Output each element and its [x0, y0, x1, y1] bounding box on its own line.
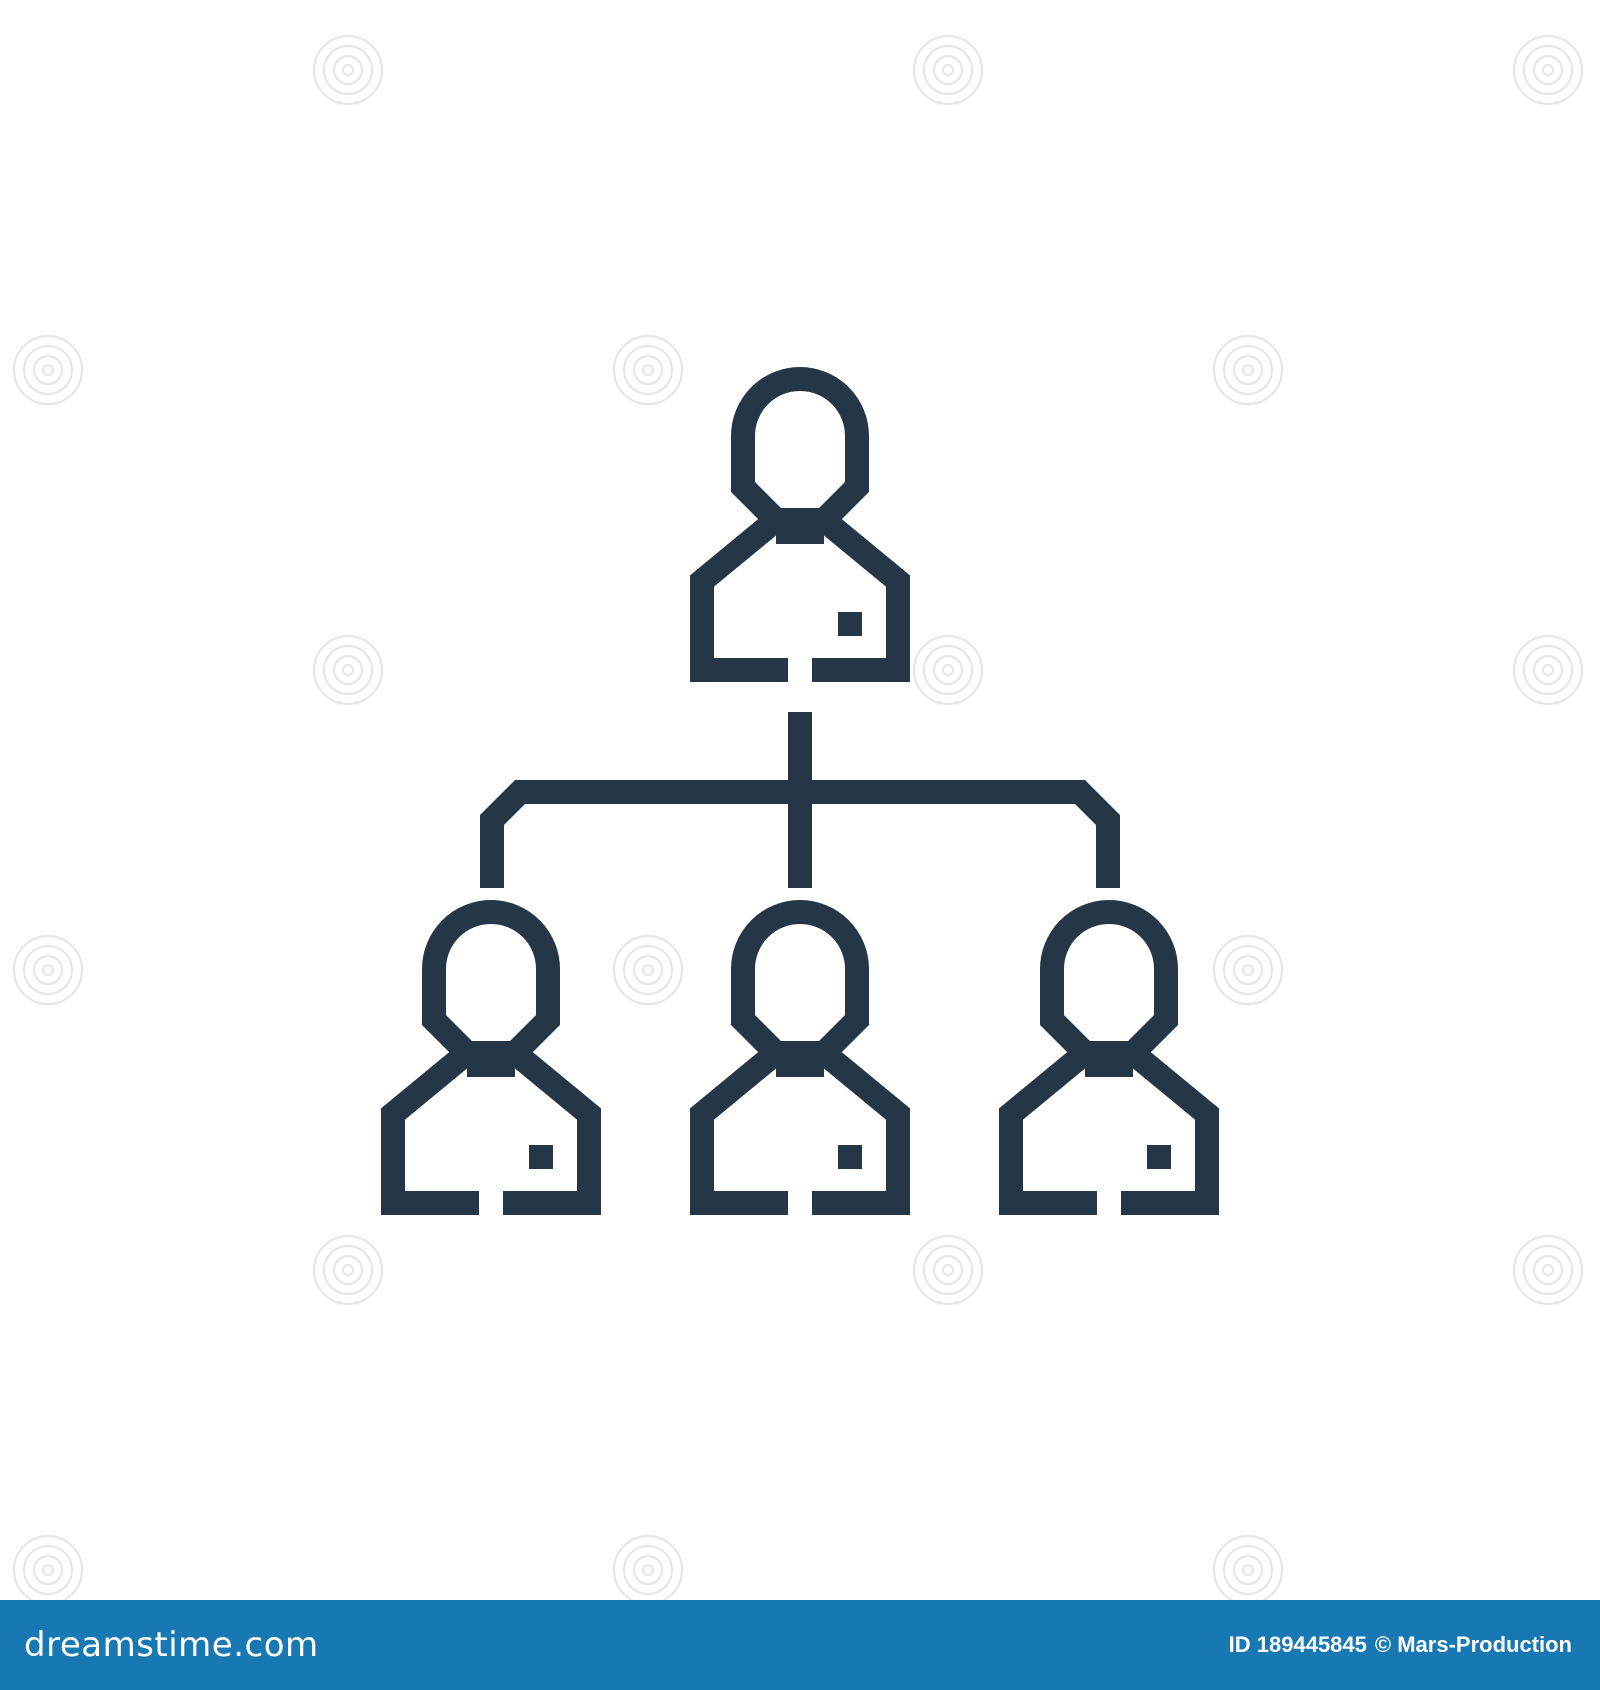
- person-top-icon: [702, 379, 898, 670]
- person-bottom-right-icon: [1011, 912, 1207, 1203]
- hierarchy-icon: [0, 0, 1600, 1600]
- image-id: ID 189445845: [1228, 1632, 1367, 1657]
- brand-logo[interactable]: dreamstime.com: [24, 1625, 319, 1665]
- person-bottom-center-icon: [702, 912, 898, 1203]
- brand-name: dreamstime.com: [24, 1625, 319, 1665]
- connector-lines: [480, 712, 1120, 888]
- author-credit: © Mars-Production: [1374, 1632, 1572, 1657]
- image-credit: ID 189445845 © Mars-Production: [1229, 1632, 1572, 1658]
- person-bottom-left-icon: [393, 912, 589, 1203]
- footer-banner: dreamstime.com ID 189445845 © Mars-Produ…: [0, 1600, 1600, 1690]
